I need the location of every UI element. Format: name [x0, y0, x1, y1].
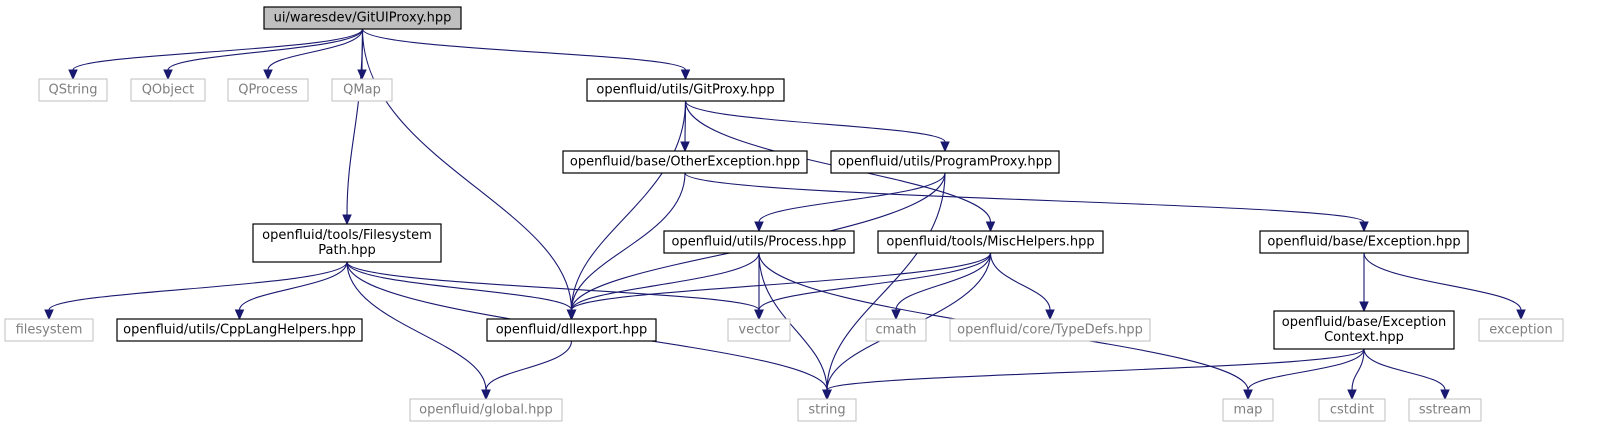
node-filesystem: filesystem	[4, 318, 94, 342]
node-qstring-label: QString	[48, 83, 97, 98]
edge-fspath-to-filesystem	[44, 261, 348, 321]
node-qmap-label: QMap	[343, 83, 381, 98]
edge-root-to-qobject	[163, 28, 364, 81]
node-process-label: openfluid/utils/Process.hpp	[671, 235, 846, 250]
node-dllexport-label: openfluid/dllexport.hpp	[496, 323, 648, 338]
edge-exception-to-stdexception	[1363, 252, 1526, 321]
node-qprocess: QProcess	[227, 78, 309, 102]
node-global-label: openfluid/global.hpp	[419, 403, 553, 418]
node-cmath-label: cmath	[875, 323, 916, 338]
edge-mischelpers-to-cmath	[891, 252, 992, 321]
node-fspath-label: openfluid/tools/Filesystem	[262, 228, 432, 243]
node-cmath: cmath	[865, 318, 927, 342]
node-qprocess-label: QProcess	[238, 83, 298, 98]
edge-exccontext-to-cstdint	[1347, 348, 1365, 401]
edge-mischelpers-to-vector	[754, 252, 992, 321]
node-cpplang[interactable]: openfluid/utils/CppLangHelpers.hpp	[116, 318, 363, 342]
edge-root-to-gitproxy	[361, 28, 691, 81]
node-stdexception-label: exception	[1489, 323, 1553, 338]
node-map-label: map	[1234, 403, 1263, 418]
edge-gitproxy-to-dllexport	[566, 100, 687, 321]
node-global: openfluid/global.hpp	[409, 398, 563, 422]
node-dllexport[interactable]: openfluid/dllexport.hpp	[486, 318, 657, 342]
node-string-label: string	[808, 403, 845, 418]
node-process[interactable]: openfluid/utils/Process.hpp	[663, 230, 855, 254]
node-progproxy[interactable]: openfluid/utils/ProgramProxy.hpp	[830, 150, 1060, 174]
node-map: map	[1222, 398, 1274, 422]
node-qobject: QObject	[130, 78, 206, 102]
edge-exccontext-to-sstream	[1363, 348, 1450, 401]
node-mischelpers[interactable]: openfluid/tools/MiscHelpers.hpp	[877, 230, 1104, 254]
node-otherexc-label: openfluid/base/OtherException.hpp	[570, 155, 800, 170]
edge-progproxy-to-process	[754, 172, 946, 233]
edge-exccontext-to-map	[1243, 348, 1365, 401]
node-exccontext-label: openfluid/base/Exception	[1282, 315, 1446, 330]
node-root[interactable]: ui/waresdev/GitUIProxy.hpp	[263, 6, 462, 30]
edge-root-to-qprocess	[263, 28, 364, 81]
edge-dllexport-to-global	[481, 340, 573, 401]
node-qobject-label: QObject	[142, 83, 195, 98]
edges-layer	[44, 28, 1526, 401]
edge-root-to-fspath	[342, 28, 364, 226]
edge-exception-to-exccontext	[1359, 252, 1369, 313]
node-progproxy-label: openfluid/utils/ProgramProxy.hpp	[838, 155, 1052, 170]
node-vector-label: vector	[738, 323, 780, 338]
node-sstream: sstream	[1408, 398, 1482, 422]
edge-process-to-dllexport	[566, 252, 760, 321]
edge-fspath-to-cpplang	[234, 261, 348, 321]
edge-root-to-qstring	[68, 28, 364, 81]
edge-otherexc-to-exception	[684, 172, 1369, 233]
node-vector: vector	[727, 318, 791, 342]
node-filesystem-label: filesystem	[16, 323, 83, 338]
edge-gitproxy-to-progproxy	[684, 100, 950, 153]
edge-mischelpers-to-dllexport	[566, 252, 992, 321]
node-cstdint: cstdint	[1318, 398, 1386, 422]
node-exception-label: openfluid/base/Exception.hpp	[1267, 235, 1460, 250]
node-cpplang-label: openfluid/utils/CppLangHelpers.hpp	[123, 323, 356, 338]
node-exception[interactable]: openfluid/base/Exception.hpp	[1259, 230, 1469, 254]
node-fspath-label: Path.hpp	[318, 243, 375, 258]
node-gitproxy[interactable]: openfluid/utils/GitProxy.hpp	[586, 78, 785, 102]
node-otherexc[interactable]: openfluid/base/OtherException.hpp	[562, 150, 808, 174]
edge-exccontext-to-string	[822, 348, 1365, 401]
node-qstring: QString	[38, 78, 108, 102]
node-typedefs: openfluid/core/TypeDefs.hpp	[949, 318, 1151, 342]
node-qmap: QMap	[331, 78, 393, 102]
node-gitproxy-label: openfluid/utils/GitProxy.hpp	[596, 83, 774, 98]
node-root-label: ui/waresdev/GitUIProxy.hpp	[274, 11, 452, 26]
node-exccontext-label: Context.hpp	[1324, 330, 1404, 345]
node-typedefs-label: openfluid/core/TypeDefs.hpp	[957, 323, 1143, 338]
edge-mischelpers-to-typedefs	[989, 252, 1055, 321]
node-string: string	[797, 398, 857, 422]
node-sstream-label: sstream	[1419, 403, 1471, 418]
node-mischelpers-label: openfluid/tools/MiscHelpers.hpp	[886, 235, 1094, 250]
node-cstdint-label: cstdint	[1330, 403, 1374, 418]
node-stdexception: exception	[1478, 318, 1564, 342]
